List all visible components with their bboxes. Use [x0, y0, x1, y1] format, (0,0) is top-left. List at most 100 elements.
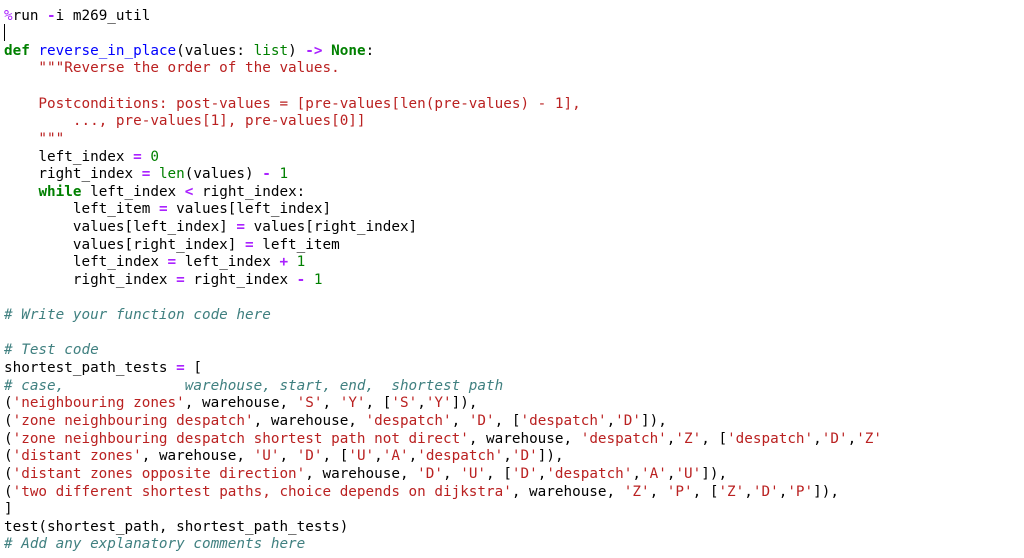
token-text: values[left_index]: [167, 201, 332, 218]
code-line-18[interactable]: # Write your function code here: [4, 307, 271, 325]
token-text: ,: [374, 448, 383, 465]
token-comment: # Add any explanatory comments here: [4, 536, 306, 553]
text-cursor: [4, 24, 5, 41]
token-string: 'A': [641, 465, 667, 482]
token-string: 'Y': [425, 395, 452, 412]
code-line-21[interactable]: shortest_path_tests = [: [4, 360, 202, 378]
code-line-7[interactable]: ..., pre-values[1], pre-values[0]]: [4, 113, 366, 131]
token-text: shortest_path_tests: [4, 360, 177, 377]
token-text: , [: [486, 465, 512, 482]
code-line-24[interactable]: ('zone neighbouring despatch', warehouse…: [4, 413, 667, 431]
code-line-1[interactable]: %run -i m269_util: [4, 8, 150, 26]
code-line-4[interactable]: """Reverse the order of the values.: [4, 60, 340, 78]
code-line-28[interactable]: ('two different shortest paths, choice d…: [4, 484, 839, 502]
token-text: , [: [494, 412, 521, 429]
token-text: , warehouse,: [141, 448, 254, 465]
token-text: (: [4, 483, 13, 500]
token-text: (: [4, 430, 13, 447]
code-line-15[interactable]: left_index = left_index + 1: [4, 254, 305, 272]
code-line-8[interactable]: """: [4, 131, 64, 149]
token-builtin: list: [253, 42, 289, 59]
token-keyword: while: [38, 183, 82, 200]
token-text: ,: [279, 448, 297, 465]
token-string: 'Z': [623, 483, 650, 500]
code-line-25[interactable]: ('zone neighbouring despatch shortest pa…: [4, 431, 882, 449]
token-text: left_index: [81, 183, 185, 200]
token-operator: =: [176, 360, 185, 377]
code-line-13[interactable]: values[left_index] = values[right_index]: [4, 219, 417, 237]
code-line-30[interactable]: test(shortest_path, shortest_path_tests): [4, 519, 348, 537]
code-line-11[interactable]: while left_index < right_index:: [4, 184, 305, 202]
code-line-16[interactable]: right_index = right_index - 1: [4, 272, 323, 290]
code-line-3[interactable]: def reverse_in_place(values: list) -> No…: [4, 43, 374, 61]
token-comment: # Test code: [4, 342, 99, 359]
token-text: , warehouse,: [511, 483, 624, 500]
token-operator: =: [236, 219, 246, 236]
code-line-10[interactable]: right_index = len(values) - 1: [4, 166, 288, 184]
token-text: ,: [666, 465, 676, 482]
token-text: right_index: [4, 271, 177, 288]
token-text: , [: [701, 430, 728, 447]
token-comment: # Write your function code here: [4, 307, 271, 324]
token-text: right_index: [4, 166, 142, 183]
token-string: 'D': [511, 448, 538, 465]
token-string: """: [4, 130, 65, 147]
token-text: i m269_util: [55, 7, 151, 24]
token-operator: =: [133, 148, 142, 165]
token-text: (: [4, 412, 13, 429]
token-text: [288, 254, 297, 270]
token-text: ,: [649, 483, 667, 500]
code-line-9[interactable]: left_index = 0: [4, 149, 159, 167]
token-string: """Reverse the order of the values.: [4, 60, 340, 77]
token-text: values[left_index]: [4, 219, 237, 236]
code-line-22[interactable]: # case, warehouse, start, end, shortest …: [4, 378, 503, 396]
token-text: ]: [4, 501, 13, 518]
token-operator: =: [158, 201, 168, 218]
token-string: 'Z': [718, 483, 745, 500]
code-line-12[interactable]: left_item = values[left_index]: [4, 201, 331, 219]
token-text: [: [184, 360, 202, 377]
token-text: [150, 166, 159, 182]
token-string: 'D': [821, 430, 848, 447]
token-keyword: None: [331, 42, 366, 59]
token-string: 'D': [417, 465, 443, 482]
token-text: values[right_index]: [245, 219, 418, 236]
code-line-23[interactable]: ('neighbouring zones', warehouse, 'S', '…: [4, 395, 477, 413]
token-string: 'U': [460, 465, 487, 482]
token-number: 1: [279, 166, 289, 183]
code-line-20[interactable]: # Test code: [4, 342, 99, 360]
token-text: (: [4, 395, 13, 412]
token-operator: =: [176, 271, 185, 288]
token-string: 'D': [296, 448, 323, 465]
token-text: right_index: [184, 271, 297, 288]
token-text: ,: [503, 448, 512, 465]
token-string: 'S': [296, 395, 323, 412]
token-text: (: [4, 448, 13, 465]
token-text: ,: [417, 395, 426, 412]
token-string: 'zone neighbouring despatch shortest pat…: [12, 430, 469, 447]
code-line-31[interactable]: # Add any explanatory comments here: [4, 536, 305, 554]
token-keyword: def: [4, 42, 30, 59]
token-text: (values): [184, 166, 263, 183]
token-text: ,: [778, 483, 788, 500]
token-text: ,: [443, 465, 461, 482]
token-string: 'U': [675, 465, 702, 482]
token-string: 'zone neighbouring despatch': [12, 412, 254, 429]
token-string: 'A': [382, 448, 409, 465]
token-text: (values:: [176, 42, 254, 59]
token-text: left_index: [4, 254, 168, 271]
code-line-26[interactable]: ('distant zones', warehouse, 'U', 'D', […: [4, 448, 564, 466]
token-string: 'two different shortest paths, choice de…: [12, 483, 512, 500]
token-text: ,: [744, 483, 753, 500]
token-string: 'D': [615, 412, 641, 429]
token-string: 'D': [468, 412, 495, 429]
token-string: ..., pre-values[1], pre-values[0]]: [4, 113, 366, 130]
code-line-6[interactable]: Postconditions: post-values = [pre-value…: [4, 96, 580, 114]
code-line-29[interactable]: ]: [4, 501, 13, 519]
token-text: , [: [365, 395, 392, 412]
code-line-14[interactable]: values[right_index] = left_item: [4, 237, 340, 255]
token-text: right_index:: [193, 183, 306, 200]
code-line-27[interactable]: ('distant zones opposite direction', war…: [4, 466, 727, 484]
token-string: 'D': [752, 483, 779, 500]
